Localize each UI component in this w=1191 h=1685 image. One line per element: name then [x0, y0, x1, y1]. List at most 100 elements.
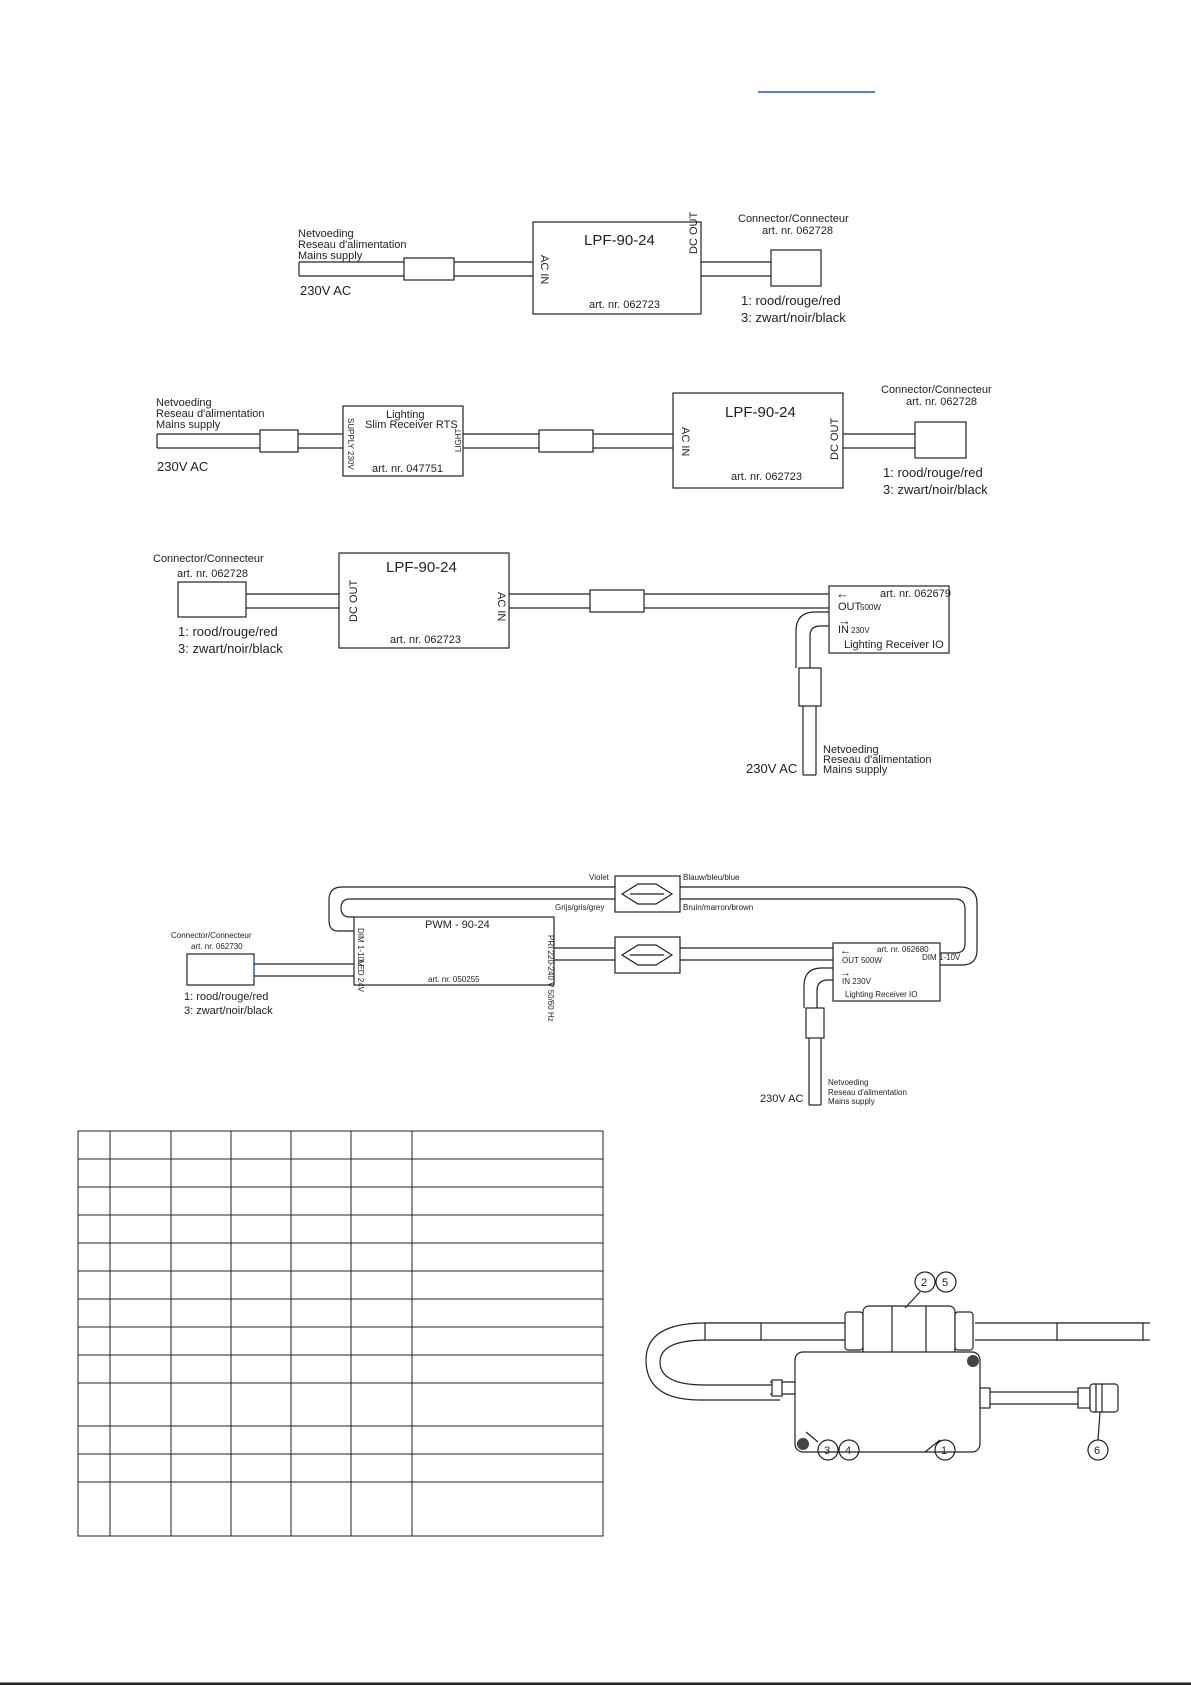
- mains-label-en: Mains supply: [156, 419, 221, 431]
- product-illustration: 2 5 3 4 1 6: [645, 1271, 1150, 1461]
- wire-violet-label: Violet: [589, 873, 610, 882]
- callout-5-text: 5: [942, 1277, 948, 1289]
- receiver-io-box: [832, 942, 941, 1002]
- receiver-title-1: Lighting: [386, 409, 425, 421]
- connector-artnr: art. nr. 062728: [906, 396, 977, 408]
- receiver-rts-box: [342, 405, 464, 477]
- driver-lpf-box: [338, 552, 510, 649]
- plug-connector: [259, 429, 299, 453]
- dim-output-label: DIM 1-10V: [922, 953, 961, 962]
- pin-3-label: 3: zwart/noir/black: [741, 310, 846, 325]
- connector-title: Connector/Connecteur: [738, 213, 849, 225]
- inline-connector-body: [862, 1305, 956, 1357]
- driver-title: PWM - 90-24: [425, 919, 490, 931]
- pin-3-label: 3: zwart/noir/black: [184, 1005, 273, 1017]
- screw-hole: [967, 1355, 979, 1367]
- wire-grey-label: Grijs/gris/grey: [555, 903, 604, 912]
- receiver-title-2: Slim Receiver RTS: [365, 419, 458, 431]
- arrow-in-icon: →: [838, 613, 851, 628]
- mains-label-fr: Reseau d'alimentation: [298, 239, 407, 251]
- callout-6-text: 6: [1094, 1445, 1100, 1457]
- receiver-name: Lighting Receiver IO: [844, 639, 944, 651]
- arrow-in-icon: →: [840, 967, 851, 979]
- driver-artnr: art. nr. 050255: [428, 975, 480, 984]
- connector-artnr: art. nr. 062730: [191, 942, 243, 951]
- driver-housing: [794, 1351, 981, 1453]
- connector-title: Connector/Connecteur: [153, 553, 264, 565]
- connector-box: [186, 953, 255, 986]
- diagram-4: Violet Blauw/bleu/blue Grijs/gris/grey B…: [171, 873, 978, 1106]
- connector-artnr: art. nr. 062728: [177, 568, 248, 580]
- connector-artnr: art. nr. 062728: [762, 225, 833, 237]
- mains-label-en: Mains supply: [298, 250, 363, 262]
- inline-connector: [805, 1007, 825, 1039]
- light-label: LIGHT: [454, 428, 463, 452]
- pri-voltage-label: PRI 220-240 V 50/60 Hz: [546, 935, 555, 1022]
- dim-1-10v-label: DIM 1-10V: [356, 928, 365, 967]
- cable-gland: [771, 1379, 783, 1397]
- callout-5: [935, 1271, 957, 1293]
- voltage-label: 230V AC: [760, 1093, 803, 1105]
- led-24v-label: LED 24V: [356, 960, 365, 993]
- driver-title: LPF-90-24: [725, 404, 796, 421]
- driver-lpf-box: [532, 221, 702, 315]
- connector-title: Connector/Connecteur: [171, 931, 252, 940]
- supply-label: SUPPLY 230V: [346, 418, 355, 470]
- dc-out-label: DC OUT: [348, 580, 360, 622]
- pin-1-label: 1: rood/rouge/red: [741, 293, 841, 308]
- out-label: OUT 500W: [842, 956, 882, 965]
- pin-1-label: 1: rood/rouge/red: [184, 991, 268, 1003]
- mains-label-nl: Netvoeding: [823, 744, 879, 756]
- mains-label-nl: Netvoeding: [828, 1078, 868, 1087]
- mains-label-en: Mains supply: [828, 1097, 875, 1106]
- pin-1-label: 1: rood/rouge/red: [883, 465, 983, 480]
- receiver-io-box: [828, 585, 950, 654]
- plug-connector: [403, 257, 455, 281]
- in-label: IN 230V: [842, 977, 872, 986]
- in-label: IN: [838, 624, 849, 636]
- receiver-artnr: art. nr. 062679: [880, 588, 951, 600]
- arrow-out-icon: ←: [840, 945, 851, 957]
- inline-connector: [538, 429, 594, 453]
- diagram-2: Netvoeding Reseau d'alimentation Mains s…: [156, 384, 992, 497]
- callout-3-text: 3: [824, 1445, 830, 1457]
- driver-title: LPF-90-24: [386, 559, 457, 576]
- callout-2: [914, 1271, 936, 1293]
- mains-label-fr: Reseau d'alimentation: [823, 754, 932, 766]
- inline-connector: [589, 589, 645, 613]
- callout-1-text: 1: [941, 1445, 947, 1457]
- driver-title: LPF-90-24: [584, 232, 655, 249]
- wire-blue-label: Blauw/bleu/blue: [683, 873, 740, 882]
- connector-title: Connector/Connecteur: [881, 384, 992, 396]
- receiver-artnr: art. nr. 047751: [372, 463, 443, 475]
- wire-brown-label: Bruin/marron/brown: [683, 903, 753, 912]
- driver-lpf-box: [672, 392, 844, 489]
- pin-3-label: 3: zwart/noir/black: [178, 641, 283, 656]
- connector-box: [914, 421, 967, 459]
- mains-label-en: Mains supply: [823, 764, 888, 776]
- arrow-out-icon: ←: [836, 586, 849, 601]
- driver-pwm-box: [353, 916, 555, 986]
- cable-sleeve: [704, 1322, 762, 1341]
- diagram-3: Connector/Connecteur art. nr. 062728 1: …: [153, 552, 951, 776]
- voltage-label: 230V AC: [300, 283, 351, 298]
- driver-artnr: art. nr. 062723: [589, 299, 660, 311]
- screw-hole: [797, 1438, 809, 1450]
- connector-box: [177, 581, 247, 618]
- voltage-label: 230V AC: [157, 459, 208, 474]
- cable-gland: [979, 1387, 991, 1409]
- inline-connector: [798, 667, 822, 707]
- in-volt: 230V: [851, 626, 870, 635]
- plug-connector: [1089, 1383, 1119, 1413]
- receiver-name: Lighting Receiver IO: [845, 990, 917, 999]
- mains-label-nl: Netvoeding: [298, 228, 354, 240]
- diagram-1: Netvoeding Reseau d'alimentation Mains s…: [298, 212, 849, 325]
- mains-label-fr: Reseau d'alimentation: [156, 408, 265, 420]
- receiver-artnr: art. nr. 062680: [877, 945, 929, 954]
- callout-2-text: 2: [921, 1277, 927, 1289]
- callout-4: [838, 1439, 860, 1461]
- callout-4-text: 4: [845, 1445, 851, 1457]
- connector-end: [844, 1311, 864, 1351]
